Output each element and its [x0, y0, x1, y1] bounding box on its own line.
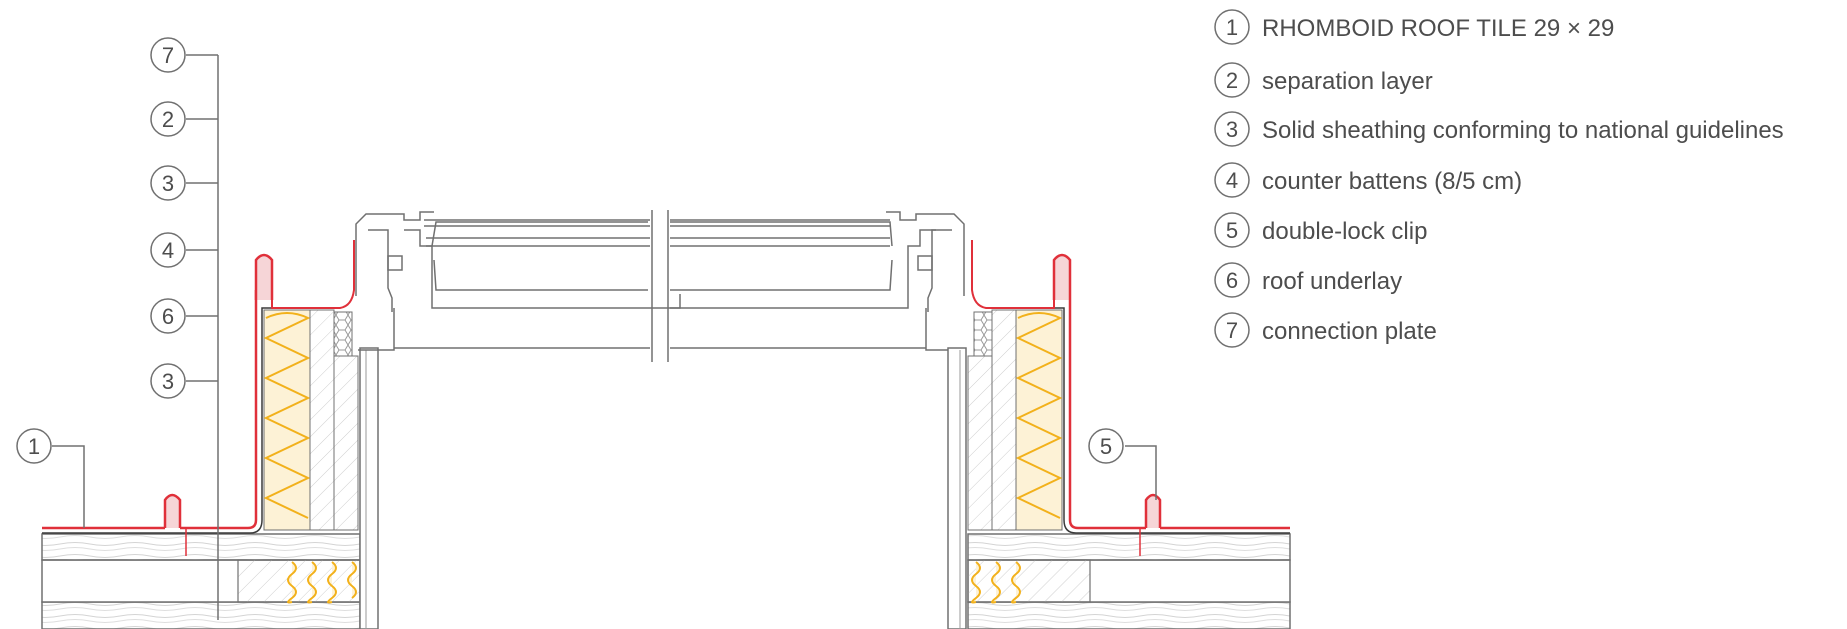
right-inner-panel: [967, 355, 993, 531]
right-roof-build-up: [947, 240, 1291, 629]
left-insulation-waves: [263, 312, 311, 519]
legend-label: connection plate: [1262, 318, 1437, 345]
left-callout-leaders: [52, 54, 219, 620]
legend-item: 4 counter battens (8/5 cm): [1214, 162, 1522, 198]
legend-circle: [1214, 111, 1250, 147]
callout-number: 2: [162, 107, 174, 132]
legend-number: 5: [1226, 218, 1238, 243]
callout-number: 5: [1100, 434, 1112, 459]
right-callout-leader: [1125, 445, 1157, 500]
right-wall-hatch: [991, 309, 1017, 531]
left-honeycomb-seal: [333, 311, 353, 357]
left-frame-profile: [355, 211, 434, 296]
right-roof-sheet: [1068, 300, 1290, 530]
callout-number: 6: [162, 304, 174, 329]
legend-item: 5 double-lock clip: [1214, 212, 1427, 248]
left-inner-panel: [333, 355, 359, 531]
callout-left-bottom: 1: [16, 428, 52, 464]
legend-item: 7 connection plate: [1214, 312, 1437, 348]
legend-number: 1: [1226, 15, 1238, 40]
callout-left-1: 7: [150, 37, 186, 73]
legend-label: Solid sheathing conforming to national g…: [1262, 117, 1784, 144]
right-frame-lining: [947, 347, 967, 629]
legend-circle: [1214, 162, 1250, 198]
legend-circle: [1214, 62, 1250, 98]
legend-number: 7: [1226, 318, 1238, 343]
callout-circle: [150, 37, 186, 73]
right-lower-board: [967, 601, 1291, 629]
callout-circle: [1088, 428, 1124, 464]
callout-right: 5: [1088, 428, 1124, 464]
legend-item: 6 roof underlay: [1214, 262, 1402, 298]
skylight-frame: [355, 210, 965, 362]
left-standing-seam: [163, 493, 182, 528]
left-lower-insulation: [287, 561, 357, 604]
legend-label: counter battens (8/5 cm): [1262, 168, 1522, 195]
right-standing-seam: [1144, 493, 1162, 528]
callout-left-6: 3: [150, 363, 186, 399]
right-roof-underlay: [986, 307, 1290, 534]
right-batten-block: [967, 559, 1091, 603]
legend-number: 6: [1226, 268, 1238, 293]
legend: 1 RHOMBOID ROOF TILE 29 × 29 2 separatio…: [1214, 9, 1784, 348]
right-honeycomb-seal: [973, 311, 993, 357]
callout-circle: [150, 101, 186, 137]
left-roof-underlay: [42, 307, 340, 534]
callout-number: 7: [162, 43, 174, 68]
right-frame-profile: [886, 211, 965, 296]
callout-number: 3: [162, 171, 174, 196]
callout-left-5: 6: [150, 298, 186, 334]
callout-left-2: 2: [150, 101, 186, 137]
legend-label: roof underlay: [1262, 268, 1402, 295]
callout-circle: [16, 428, 52, 464]
callout-left-3: 3: [150, 165, 186, 201]
callout-number: 3: [162, 369, 174, 394]
legend-circle: [1214, 262, 1250, 298]
callout-circle: [150, 363, 186, 399]
callout-circle: [150, 165, 186, 201]
left-upstand-fold: [254, 253, 274, 300]
left-roof-build-up: [41, 240, 379, 629]
legend-item: 1 RHOMBOID ROOF TILE 29 × 29: [1214, 9, 1614, 45]
right-insulation-waves: [1015, 312, 1063, 519]
legend-circle: [1214, 9, 1250, 45]
callout-circle: [150, 298, 186, 334]
right-lower-insulation: [971, 561, 1021, 604]
legend-item: 2 separation layer: [1214, 62, 1433, 98]
glazing-top: [424, 219, 650, 247]
left-sheathing: [41, 533, 361, 561]
callout-left-4: 4: [150, 232, 186, 268]
legend-label: RHOMBOID ROOF TILE 29 × 29: [1262, 15, 1614, 42]
legend-item: 3 Solid sheathing conforming to national…: [1214, 111, 1784, 147]
left-frame-lining: [359, 347, 379, 629]
legend-circle: [1214, 312, 1250, 348]
legend-number: 2: [1226, 68, 1238, 93]
left-wall-hatch: [309, 309, 335, 531]
legend-number: 4: [1226, 168, 1238, 193]
right-upstand-fold: [1052, 253, 1072, 300]
legend-label: double-lock clip: [1262, 218, 1427, 245]
right-upstand-flashing: [971, 240, 1055, 309]
left-lower-board: [41, 601, 361, 629]
left-roof-sheet: [42, 290, 258, 530]
callout-number: 1: [28, 434, 40, 459]
legend-circle: [1214, 212, 1250, 248]
left-batten-block: [237, 559, 361, 603]
legend-label: separation layer: [1262, 68, 1433, 95]
right-sheathing: [967, 533, 1291, 561]
callout-number: 4: [162, 238, 174, 263]
legend-number: 3: [1226, 117, 1238, 142]
left-upstand-flashing: [271, 240, 355, 309]
callout-circle: [150, 232, 186, 268]
